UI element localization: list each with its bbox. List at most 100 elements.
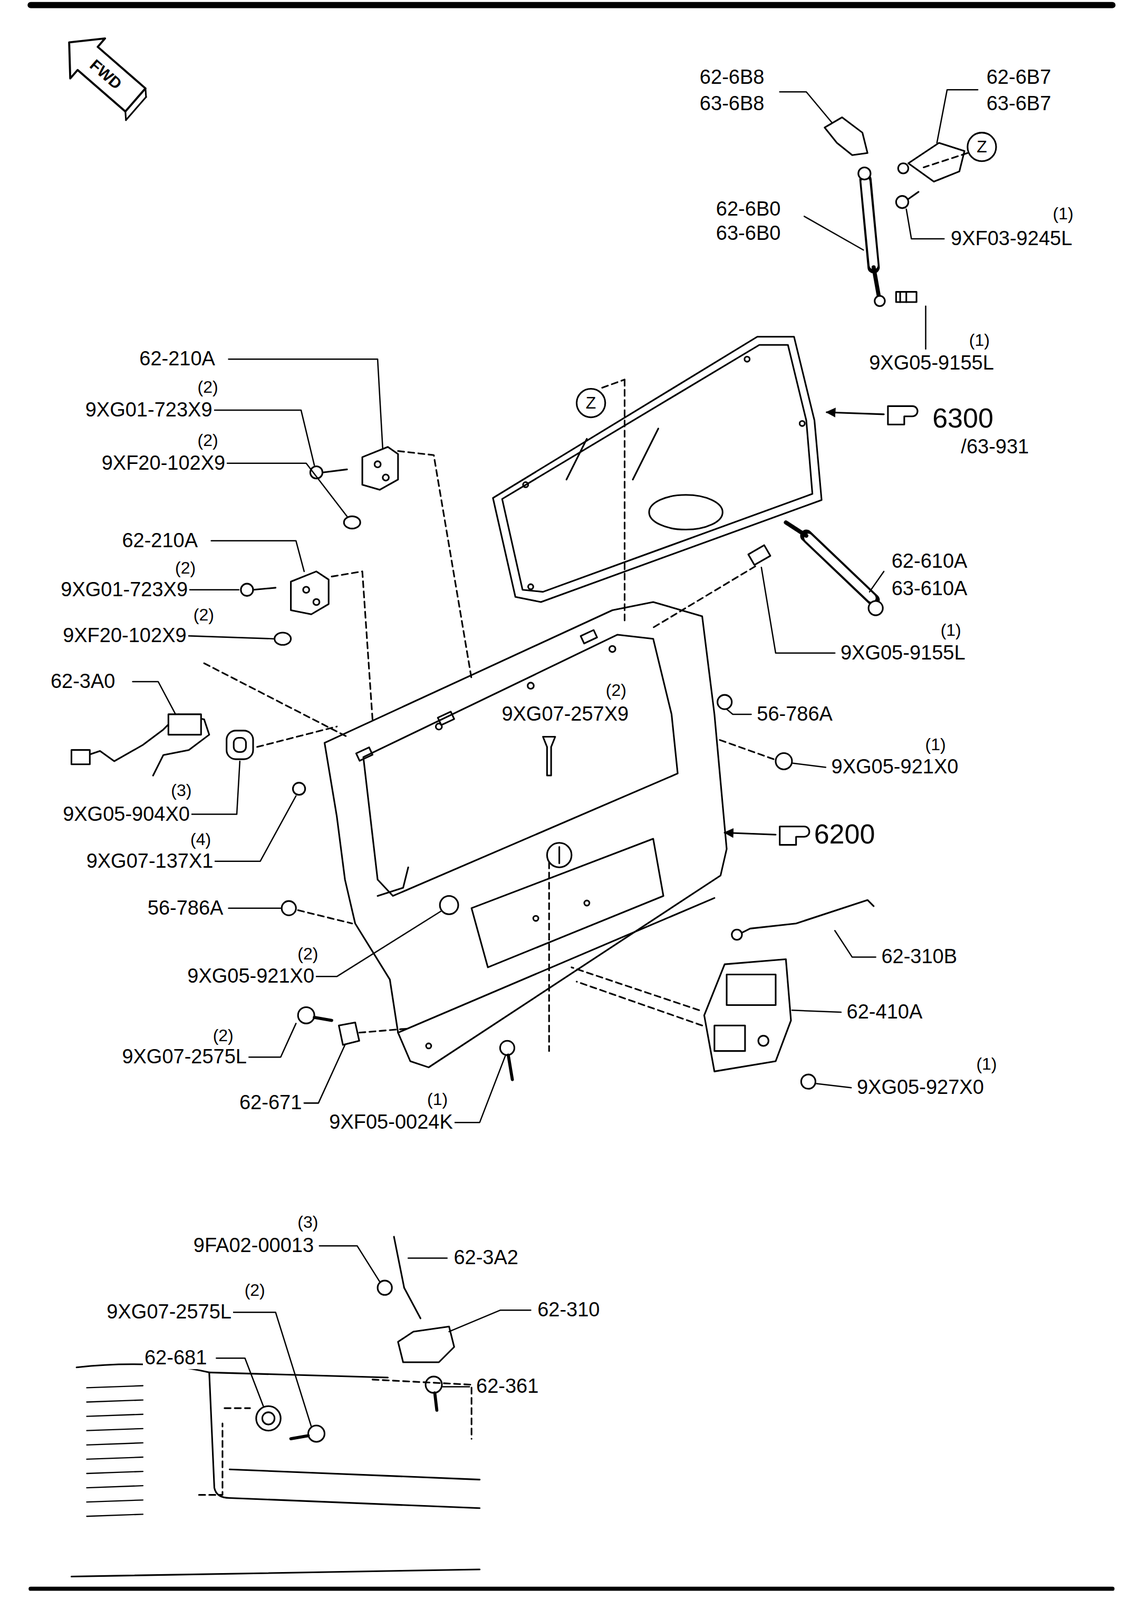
line-art (30, 2, 1113, 9)
line-art (865, 181, 874, 266)
line-art (653, 566, 756, 628)
line-art (359, 1028, 409, 1034)
line-art (324, 602, 727, 1068)
line-art (132, 89, 979, 1427)
line-art (87, 1429, 143, 1432)
line-art (363, 634, 678, 897)
line-art (449, 1310, 532, 1332)
line-art (76, 1364, 480, 1509)
line-art (248, 1023, 296, 1058)
line-art (377, 867, 409, 896)
line-art (632, 428, 659, 480)
line-art (905, 292, 907, 303)
line-art (499, 1040, 515, 1056)
line-art (87, 1386, 143, 1518)
line-art (398, 1326, 455, 1363)
line-art (297, 1007, 315, 1024)
part-number: 62-610A (890, 550, 970, 573)
line-art (869, 571, 884, 593)
line-art (868, 601, 883, 616)
line-art (274, 632, 292, 645)
line-art (744, 356, 750, 362)
line-art (398, 451, 472, 680)
part-number: 56-786A (146, 897, 226, 920)
quantity-note: (3) (169, 781, 193, 800)
line-art (761, 567, 835, 654)
line-art (826, 412, 884, 415)
part-number: 62-361 (474, 1375, 540, 1398)
line-art (716, 738, 774, 760)
line-art (331, 571, 373, 720)
line-art (714, 1025, 746, 1051)
line-art (558, 847, 561, 864)
line-art (224, 1407, 250, 1410)
line-art (228, 359, 383, 449)
line-art (580, 630, 597, 644)
line-art (471, 838, 664, 968)
line-art (793, 763, 826, 768)
line-art (543, 736, 556, 776)
line-art (908, 191, 919, 200)
quantity-note: (2) (243, 1281, 267, 1301)
quantity-note: (1) (967, 331, 992, 351)
reference-number: 6300 (930, 403, 996, 434)
line-art (51, 22, 158, 124)
line-art (533, 915, 539, 922)
line-art (609, 645, 616, 653)
line-art (895, 292, 917, 303)
line-art (314, 1017, 332, 1021)
part-number: 9XF03-9245L (949, 227, 1074, 250)
line-art (87, 1414, 143, 1417)
line-art (216, 1358, 264, 1407)
part-number: 62-3A2 (451, 1247, 520, 1270)
part-number: 62-6B7 (985, 66, 1054, 89)
line-art (908, 142, 965, 182)
line-art (602, 379, 625, 388)
line-art (576, 981, 703, 1026)
part-number: 62-410A (845, 1001, 925, 1024)
line-art (546, 843, 572, 868)
line-art (717, 695, 732, 710)
part-number: 62-310B (879, 946, 959, 969)
line-art (527, 682, 535, 690)
part-number: 63-6B8 (698, 93, 767, 116)
line-art (451, 1056, 506, 1123)
line-art (584, 900, 590, 906)
line-art (571, 967, 700, 1011)
line-art (291, 1435, 309, 1440)
line-art (211, 541, 305, 572)
part-number: 9XG05-904X0 (61, 803, 192, 826)
line-art (126, 97, 147, 121)
line-art (372, 1379, 472, 1440)
line-art (198, 1423, 223, 1495)
line-art (873, 267, 880, 296)
line-art (887, 406, 918, 425)
part-number: 9XG05-9155L (838, 642, 968, 665)
line-art (726, 974, 776, 1006)
line-art (208, 796, 296, 862)
line-art (439, 895, 459, 915)
line-art (724, 832, 776, 835)
line-art (51, 22, 153, 120)
line-art (87, 1386, 143, 1389)
part-number: 62-210A (120, 529, 200, 553)
line-art (937, 89, 978, 143)
part-number: 63-6B0 (714, 222, 783, 245)
quantity-note: (2) (211, 1026, 236, 1046)
line-art (219, 463, 347, 517)
line-art (792, 1010, 842, 1013)
part-number: 62-310 (535, 1299, 602, 1322)
line-art (393, 1237, 404, 1289)
view-marker: Z (585, 393, 597, 413)
line-art (262, 1412, 275, 1425)
line-art (865, 179, 874, 268)
line-art (292, 783, 305, 796)
line-art (403, 1288, 421, 1319)
line-art (426, 1043, 432, 1049)
line-art (758, 1036, 769, 1047)
part-number: 62-210A (137, 348, 217, 371)
line-art (87, 1500, 143, 1503)
line-art (703, 959, 791, 1072)
line-art (233, 737, 246, 752)
line-art (924, 306, 927, 350)
